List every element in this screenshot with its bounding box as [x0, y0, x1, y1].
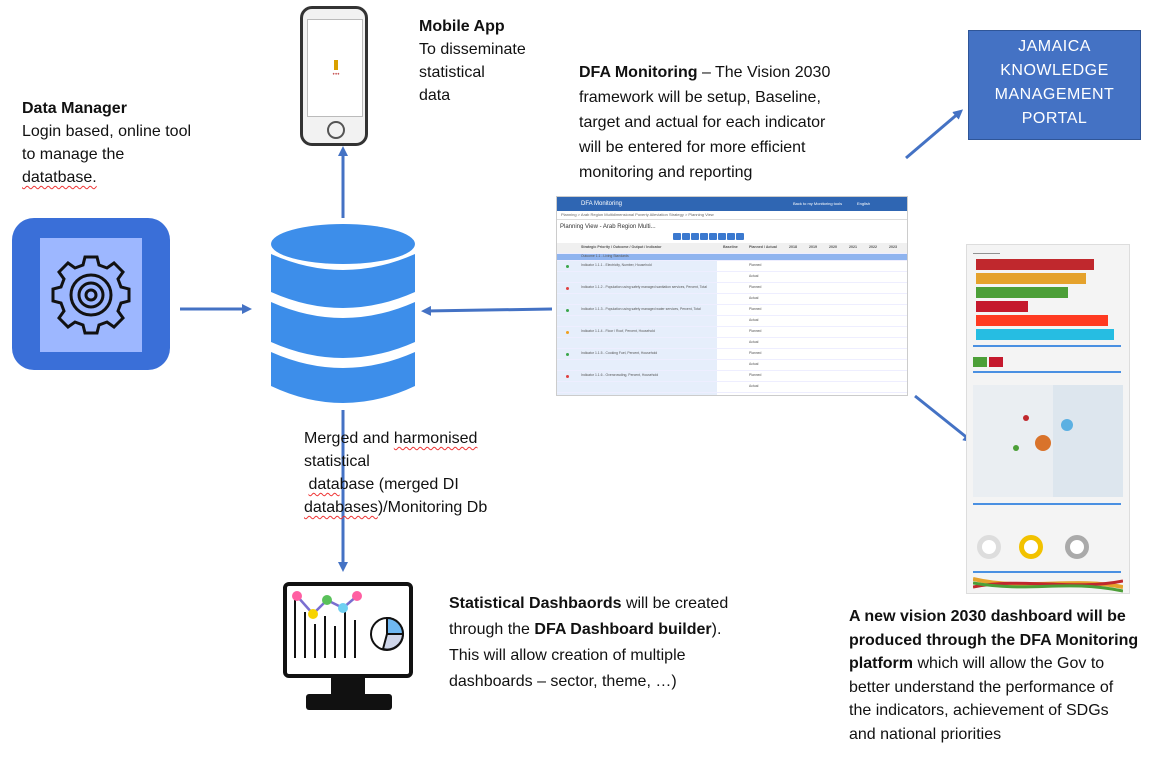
database-icon [271, 224, 415, 403]
planned-actual-label: Planned [749, 373, 762, 377]
monitor-stand [331, 678, 365, 696]
planned-actual-label: Actual [749, 362, 759, 366]
dfa-table-row: Indicator 1.1.2 - Population using safel… [557, 283, 907, 294]
dfa-table-row: Indicator 1.1.3 - Population using safel… [557, 305, 907, 316]
indicator-label: Indicator 1.1.1 - Electricity, Number, H… [581, 263, 652, 267]
dfa-table: Strategic Priority / Outcome / Output / … [557, 243, 907, 396]
dfa-table-header: Strategic Priority / Outcome / Output / … [557, 243, 907, 254]
dfa-app-title: DFA Monitoring [581, 201, 623, 207]
dfa-monitoring-screenshot: DFA Monitoring Back to my Monitoring too… [556, 196, 908, 396]
arrow-dfa-to-portal [905, 109, 964, 160]
dfa-table-row: Indicator 1.1.1 - Electricity, Number, H… [557, 261, 907, 272]
data-manager-title: Data Manager [22, 100, 127, 117]
gear-icon [51, 255, 131, 335]
data-manager-line1: Login based, online tool [22, 123, 192, 140]
portal-line3: MANAGEMENT [994, 86, 1115, 103]
planned-actual-label: Actual [749, 384, 759, 388]
portal-line2: KNOWLEDGE [1000, 62, 1109, 79]
data-manager-icon-box [12, 218, 170, 370]
dfa-table-row: Actual [557, 382, 907, 393]
portal-line1: JAMAICA [1018, 38, 1091, 55]
mobile-app-title: Mobile App [419, 18, 505, 35]
dfa-table-row: Indicator 1.1.4 - Floor / Roof, Percent,… [557, 327, 907, 338]
indicator-label: Indicator 1.1.2 - Population using safel… [581, 285, 707, 289]
data-manager-label: Data Manager Login based, online tool to… [22, 97, 222, 189]
mobile-app-line1: To disseminate [419, 41, 526, 58]
indicator-label: Indicator 1.1.6 - Overcrowding, Percent,… [581, 373, 659, 377]
status-dot [566, 375, 569, 378]
planned-actual-label: Actual [749, 296, 759, 300]
dfa-lang: English [857, 201, 871, 206]
dfa-nav-link: Back to my Monitoring tools [793, 201, 843, 206]
dfa-header-bar: DFA Monitoring Back to my Monitoring too… [557, 197, 907, 211]
dashboard-monitor-icon [283, 582, 413, 678]
dfa-toolbar [673, 227, 745, 245]
dfa-table-row: Indicator 1.1.6 - Overcrowding, Percent,… [557, 371, 907, 382]
dfa-table-row: Actual [557, 294, 907, 305]
dfa-table-row: Actual [557, 272, 907, 283]
status-dot [566, 265, 569, 268]
mobile-app-line2: statistical [419, 64, 485, 81]
arrow-dfa-to-dashboard [914, 394, 974, 443]
dfa-monitoring-title: DFA Monitoring [579, 64, 698, 81]
portal-line4: PORTAL [1021, 110, 1088, 127]
dfa-monitoring-line4: will be entered for more efficient [579, 139, 806, 156]
status-dot [566, 353, 569, 356]
indicator-label: Indicator 1.1.4 - Floor / Roof, Percent,… [581, 329, 655, 333]
dfa-table-row: Actual [557, 316, 907, 327]
data-manager-line3: datatbase. [22, 169, 97, 186]
dashboard-map [973, 385, 1123, 497]
planned-actual-label: Actual [749, 318, 759, 322]
dfa-monitoring-line5: monitoring and reporting [579, 164, 753, 181]
dfa-table-row: Actual [557, 338, 907, 349]
vision-2030-dashboard-preview: ▬▬▬▬▬▬▬▬▬ [966, 244, 1130, 594]
indicator-label: Indicator 1.1.7 - Assets, Percent, House… [581, 395, 711, 396]
status-dot [566, 309, 569, 312]
dfa-table-row: Indicator 1.1.5 - Cooking Fuel, Percent,… [557, 349, 907, 360]
planned-actual-label: Planned [749, 307, 762, 311]
dfa-monitoring-line2: framework will be setup, Baseline, [579, 89, 821, 106]
planned-actual-label: Planned [749, 263, 762, 267]
status-dot [566, 331, 569, 334]
dfa-view-title: Planning View - Arab Region Multi... [560, 224, 656, 230]
indicator-label: Indicator 1.1.3 - Population using safel… [581, 307, 701, 311]
mobile-phone-icon: ᐩᐩᐩ [300, 6, 368, 146]
dfa-table-row: Indicator 1.1.7 - Assets, Percent, House… [557, 393, 907, 396]
planned-actual-label: Actual [749, 340, 759, 344]
jamaica-knowledge-portal-box: JAMAICA KNOWLEDGE MANAGEMENT PORTAL [968, 30, 1141, 140]
dfa-outcome-row: Outcome 1.1 - Living Standards [557, 254, 907, 261]
dfa-monitoring-label: DFA Monitoring – The Vision 2030 framewo… [579, 60, 869, 185]
database-caption: Merged and harmonised statistical databa… [304, 430, 488, 516]
planned-actual-label: Actual [749, 274, 759, 278]
indicator-label: Indicator 1.1.5 - Cooking Fuel, Percent,… [581, 351, 658, 355]
statistical-dashboards-label: Statistical Dashbaords will be created t… [449, 595, 729, 690]
vision-2030-dashboard-label: A new vision 2030 dashboard will be prod… [849, 608, 1139, 743]
dfa-monitoring-line3: target and actual for each indicator [579, 114, 826, 131]
status-dot [566, 287, 569, 290]
planned-actual-label: Planned [749, 285, 762, 289]
planned-actual-label: Planned [749, 351, 762, 355]
dfa-monitoring-line1: – The Vision 2030 [697, 64, 831, 81]
monitor-foot [306, 694, 392, 710]
planned-actual-label: Planned [749, 395, 761, 396]
mobile-app-label: Mobile App To disseminate statistical da… [419, 15, 549, 107]
planned-actual-label: Planned [749, 329, 762, 333]
data-manager-line2: to manage the [22, 146, 125, 163]
dfa-table-row: Actual [557, 360, 907, 371]
arrow-dfa-to-db [421, 305, 553, 316]
mobile-app-line3: data [419, 87, 451, 104]
dfa-breadcrumb: Planning > Arab Region Multidimensional … [557, 211, 907, 220]
